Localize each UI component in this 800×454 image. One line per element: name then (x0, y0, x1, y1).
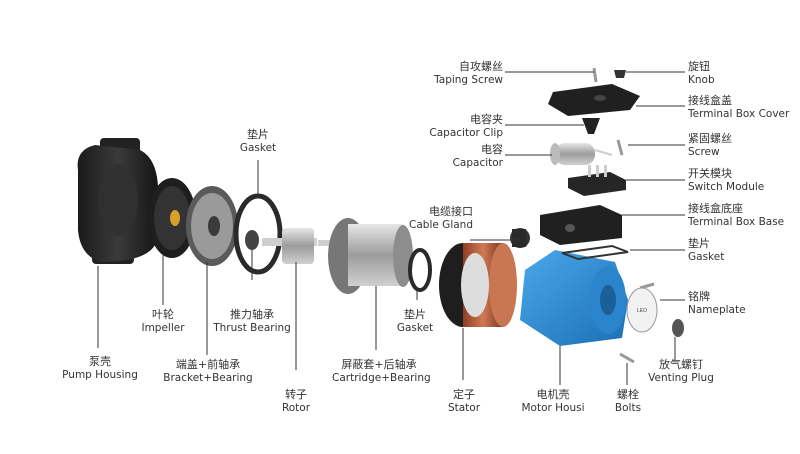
label-en: Stator (447, 401, 481, 414)
label-en: Screw (688, 145, 720, 158)
label-pump-housing: 泵壳 Pump Housing (60, 355, 140, 382)
label-zh: 叶轮 (152, 308, 174, 321)
label-bracket-bearing: 端盖+前轴承 Bracket+Bearing (163, 358, 253, 385)
label-en: Knob (688, 73, 715, 86)
label-stator: 定子 Stator (444, 388, 484, 415)
switch-module-part (568, 165, 626, 196)
label-en: Terminal Box Cover (688, 107, 790, 120)
thrust-bearing-part (245, 230, 259, 250)
impeller-part (148, 178, 196, 258)
label-en: Gasket (239, 141, 277, 154)
label-en: Impeller (141, 321, 185, 334)
bracket-bearing-part (186, 186, 238, 266)
gasket-ring-2 (408, 248, 432, 292)
label-en: Capacitor Clip (429, 126, 503, 139)
label-zh: 紧固螺丝 (688, 132, 732, 145)
capacitor-part (550, 143, 613, 165)
label-en: Terminal Box Base (688, 215, 785, 228)
label-zh: 垫片 (247, 128, 269, 141)
label-zh: 放气螺钉 (659, 358, 703, 371)
label-zh: 开关模块 (688, 167, 732, 180)
label-gasket-mid: 垫片 Gasket (392, 308, 438, 335)
label-zh: 电容 (481, 143, 503, 156)
knob-part (614, 70, 626, 78)
label-zh: 推力轴承 (230, 308, 274, 321)
label-gasket-right: 垫片 Gasket (688, 237, 768, 264)
terminal-box-cover-part (548, 84, 640, 116)
label-zh: 接线盒盖 (688, 94, 732, 107)
capacitor-clip-part (582, 118, 600, 134)
label-zh: 泵壳 (89, 355, 111, 368)
leader-lines (97, 71, 685, 385)
label-terminal-box-base: 接线盒底座 Terminal Box Base (688, 202, 788, 229)
label-rotor: 转子 Rotor (276, 388, 316, 415)
label-en: Bracket+Bearing (163, 371, 253, 384)
taping-screw-part (592, 67, 598, 83)
label-zh: 转子 (285, 388, 307, 401)
label-en: Pump Housing (62, 368, 138, 381)
label-venting-plug: 放气螺钉 Venting Plug (645, 358, 717, 385)
terminal-box-base-part (540, 205, 622, 245)
label-en: Cable Gland (409, 218, 473, 231)
label-en: Cartridge+Bearing (332, 371, 431, 384)
label-switch-module: 开关模块 Switch Module (688, 167, 788, 194)
label-en: Gasket (396, 321, 434, 334)
label-zh: 端盖+前轴承 (175, 358, 241, 371)
venting-plug-part (672, 319, 684, 337)
label-zh: 屏蔽套+后轴承 (341, 358, 417, 371)
label-capacitor: 电容 Capacitor (395, 143, 503, 170)
label-zh: 旋钮 (688, 60, 710, 73)
label-zh: 铭牌 (688, 290, 710, 303)
label-en: Gasket (688, 250, 725, 263)
label-zh: 电机壳 (536, 388, 570, 401)
label-zh: 螺栓 (617, 388, 639, 401)
label-taping-screw: 自攻螺丝 Taping Screw (395, 60, 503, 87)
label-impeller: 叶轮 Impeller (138, 308, 188, 335)
rotor-part (262, 228, 330, 264)
label-terminal-box-cover: 接线盒盖 Terminal Box Cover (688, 94, 796, 121)
label-en: Motor Housi (521, 401, 585, 414)
gasket-ring-1 (233, 193, 283, 275)
svg-text:LEO: LEO (637, 308, 647, 314)
label-zh: 接线盒底座 (688, 202, 743, 215)
label-cartridge-bearing: 屏蔽套+后轴承 Cartridge+Bearing (332, 358, 431, 385)
label-zh: 电缆接口 (429, 205, 473, 218)
label-thrust-bearing: 推力轴承 Thrust Bearing (210, 308, 294, 335)
label-zh: 自攻螺丝 (459, 60, 503, 73)
nameplate-part: LEO (626, 287, 658, 333)
gasket-flat (561, 244, 629, 261)
label-capacitor-clip: 电容夹 Capacitor Clip (395, 113, 503, 140)
bolts-part (619, 282, 655, 364)
label-en: Switch Module (688, 180, 765, 193)
label-en: Bolts (614, 401, 642, 414)
label-en: Nameplate (688, 303, 746, 316)
label-en: Taping Screw (434, 73, 503, 86)
label-screw: 紧固螺丝 Screw (688, 132, 768, 159)
label-zh: 电容夹 (470, 113, 503, 126)
label-en: Thrust Bearing (213, 321, 291, 334)
label-zh: 垫片 (404, 308, 426, 321)
stator-part (439, 243, 517, 327)
label-nameplate: 铭牌 Nameplate (688, 290, 768, 317)
label-en: Capacitor (452, 156, 503, 169)
label-en: Rotor (281, 401, 311, 414)
label-zh: 垫片 (688, 237, 710, 250)
label-gasket-top: 垫片 Gasket (233, 128, 283, 155)
cartridge-bearing-part (328, 218, 413, 294)
label-en: Venting Plug (648, 371, 714, 384)
label-knob: 旋钮 Knob (688, 60, 768, 87)
label-motor-housing: 电机壳 Motor Housi (520, 388, 586, 415)
screw-part (616, 139, 624, 156)
cable-gland-part (510, 228, 530, 248)
motor-housing-part (520, 250, 628, 346)
label-zh: 定子 (453, 388, 475, 401)
label-bolts: 螺栓 Bolts (608, 388, 648, 415)
label-cable-gland: 电缆接口 Cable Gland (395, 205, 473, 232)
pump-housing-part (77, 138, 159, 264)
